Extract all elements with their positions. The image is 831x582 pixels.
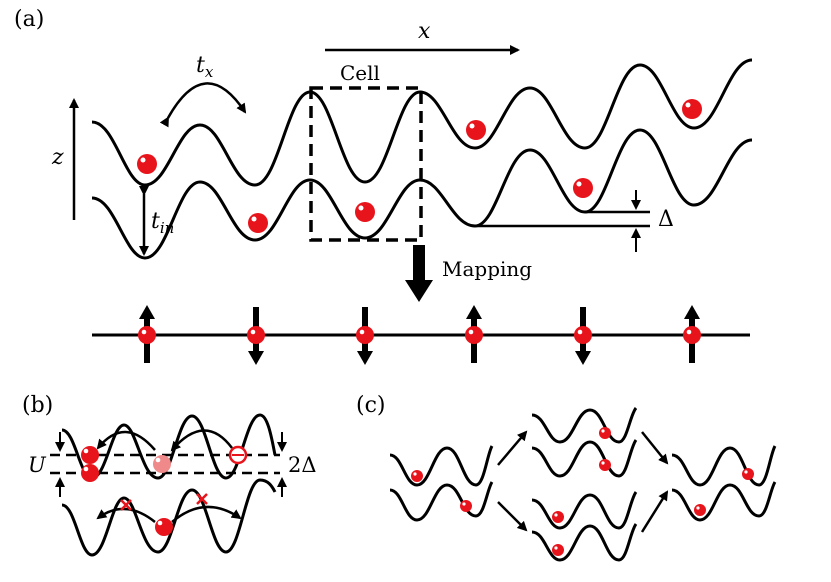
tin-label: tin	[151, 209, 174, 237]
particle	[411, 470, 423, 482]
panel-b-particles	[81, 445, 248, 536]
delta-label: Δ	[658, 207, 674, 232]
transition-arrow	[497, 430, 528, 466]
unit-cell-box	[309, 86, 423, 242]
particle	[355, 202, 375, 222]
particle	[460, 500, 472, 512]
spin-up	[465, 305, 483, 363]
spin-down	[247, 307, 265, 365]
mapping-label: Mapping	[442, 257, 532, 281]
blocked-hop-cross	[120, 499, 132, 511]
particle	[155, 518, 173, 536]
transition-arrow	[640, 490, 669, 533]
particle	[248, 213, 268, 233]
hop-arrow-upper-right	[170, 429, 233, 452]
panel-c-state-lower	[531, 491, 638, 562]
panel-c-state-upper	[531, 407, 638, 478]
panel-b-lower-wave	[61, 478, 277, 557]
z-axis-label: z	[51, 145, 64, 170]
spin-up	[683, 305, 701, 363]
panel-c-label: (c)	[356, 393, 386, 418]
particle	[742, 468, 754, 480]
hop-arrow-lower-right	[171, 505, 242, 523]
tx-label: tx	[196, 53, 214, 81]
hollow-particle	[228, 445, 248, 465]
transition-arrow	[641, 431, 669, 465]
particle	[466, 120, 486, 140]
cell-label: Cell	[340, 61, 380, 85]
particle	[599, 427, 611, 439]
particle	[682, 99, 702, 119]
particle	[552, 544, 564, 556]
particle	[137, 154, 157, 174]
panel-c-state-initial	[389, 445, 494, 522]
tx-hopping-arrow	[159, 82, 247, 128]
spin-down	[356, 307, 374, 365]
spin-up	[138, 305, 156, 363]
panel-b-label: (b)	[22, 393, 53, 418]
U-label: U	[28, 453, 47, 477]
panel-a-particles	[137, 99, 702, 233]
panel-c-state-final	[671, 445, 777, 522]
particle	[552, 511, 564, 523]
transition-arrow	[497, 501, 528, 532]
blocked-hop-cross	[196, 493, 208, 505]
panel-a-label: (a)	[14, 7, 44, 32]
particle	[573, 178, 593, 198]
hop-arrow-lower-left	[96, 507, 156, 523]
hop-arrow-upper-left	[96, 430, 156, 451]
particle	[81, 464, 99, 482]
faded-particle	[153, 455, 171, 473]
two-delta-label: 2Δ	[288, 453, 317, 477]
particle	[694, 504, 706, 516]
particle	[81, 446, 99, 464]
spin-down	[574, 307, 592, 365]
x-axis-label: x	[418, 19, 431, 44]
mapping-arrow	[405, 245, 433, 302]
spin-chain	[138, 305, 701, 365]
particle	[599, 459, 611, 471]
